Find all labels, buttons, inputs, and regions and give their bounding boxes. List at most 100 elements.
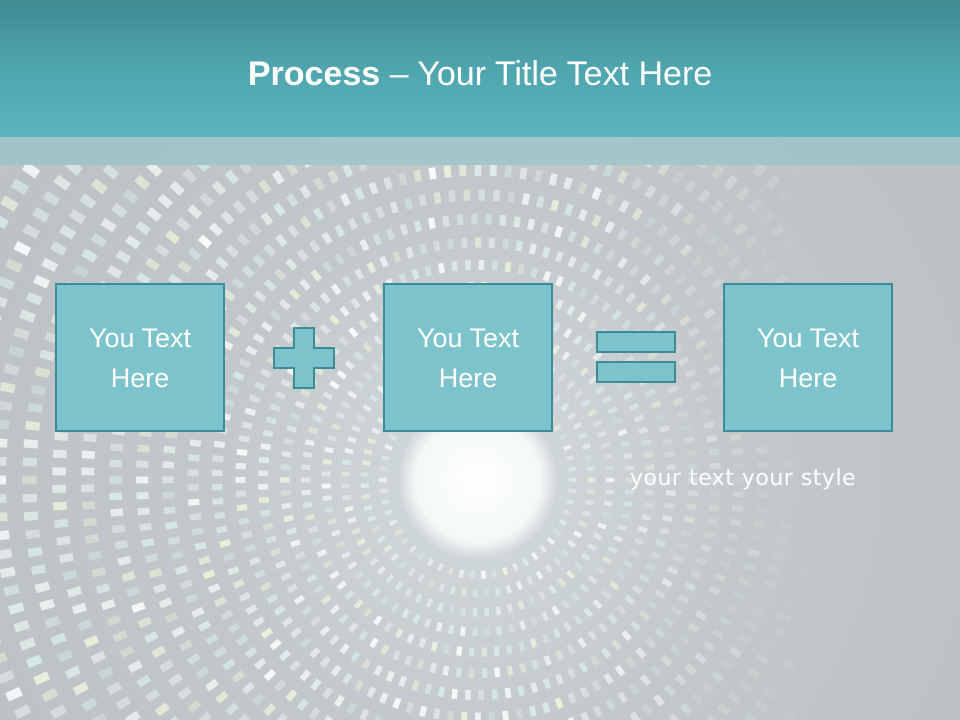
pattern-tile: [25, 654, 43, 669]
pattern-tile: [413, 169, 422, 183]
pattern-tile: [645, 489, 655, 496]
pattern-tile: [414, 593, 423, 604]
pattern-tile: [245, 604, 258, 615]
pattern-tile: [235, 462, 247, 470]
pattern-tile: [254, 381, 266, 391]
pattern-tile: [182, 168, 198, 184]
pattern-tile: [433, 191, 442, 204]
pattern-tile: [372, 714, 383, 720]
pattern-tile: [321, 483, 331, 489]
process-box-2[interactable]: You Text Here: [383, 283, 553, 432]
pattern-tile: [726, 603, 739, 614]
pattern-tile: [215, 256, 229, 270]
pattern-tile: [667, 566, 679, 576]
pattern-tile: [781, 709, 797, 720]
pattern-tile: [554, 250, 564, 263]
pattern-tile: [197, 620, 212, 632]
process-box-1[interactable]: You Text Here: [55, 283, 225, 432]
pattern-tile: [286, 527, 297, 535]
pattern-tile: [616, 169, 629, 184]
pattern-tile: [275, 713, 288, 720]
pattern-tile: [550, 199, 560, 212]
pattern-tile: [677, 410, 689, 419]
pattern-tile: [782, 659, 797, 673]
tagline: your text your style: [630, 466, 857, 491]
pattern-tile: [342, 672, 353, 685]
pattern-tile: [729, 518, 742, 527]
pattern-tile: [472, 627, 478, 637]
pattern-tile: [662, 616, 675, 628]
pattern-tile: [90, 650, 107, 664]
pattern-tile: [195, 666, 210, 679]
pattern-tile: [615, 604, 627, 615]
pattern-tile: [316, 548, 328, 558]
pattern-tile: [58, 552, 74, 564]
pattern-tile: [195, 165, 210, 173]
pattern-tile: [597, 622, 608, 633]
pattern-tile: [274, 560, 286, 570]
pattern-tile: [687, 477, 698, 483]
pattern-tile: [360, 471, 369, 477]
pattern-tile: [290, 412, 301, 421]
pattern-tile: [44, 615, 61, 629]
pattern-tile: [283, 514, 294, 523]
pattern-tile: [687, 326, 700, 338]
pattern-tile: [721, 210, 736, 226]
pattern-tile: [236, 504, 248, 512]
pattern-tile: [81, 467, 95, 476]
pattern-tile: [0, 276, 16, 291]
pattern-tile: [665, 489, 676, 496]
pattern-tile: [0, 548, 13, 560]
pattern-tile: [464, 260, 472, 271]
pattern-tile: [189, 439, 202, 447]
pattern-tile: [684, 284, 698, 297]
pattern-tile: [222, 658, 236, 671]
pattern-tile: [577, 311, 587, 323]
pattern-tile: [136, 476, 149, 484]
pattern-tile: [344, 505, 354, 513]
pattern-tile: [13, 327, 30, 341]
pattern-tile: [456, 646, 463, 656]
pattern-tile: [285, 165, 299, 176]
pattern-tile: [437, 602, 444, 612]
pattern-tile: [235, 476, 246, 483]
pattern-tile: [57, 649, 74, 663]
process-box-3[interactable]: You Text Here: [723, 283, 893, 432]
pattern-tile: [662, 437, 673, 446]
pattern-tile: [679, 243, 693, 257]
pattern-tile: [361, 211, 372, 225]
pattern-tile: [460, 626, 466, 636]
pattern-tile: [629, 235, 641, 249]
pattern-tile: [0, 633, 2, 648]
pattern-tile: [379, 466, 388, 472]
pattern-tile: [401, 608, 410, 619]
pattern-tile: [163, 445, 176, 454]
pattern-tile: [280, 489, 291, 496]
pattern-tile: [475, 237, 481, 248]
pattern-tile: [471, 213, 478, 225]
pattern-tile: [144, 553, 159, 563]
pattern-tile: [683, 436, 695, 444]
pattern-tile: [637, 525, 648, 534]
pattern-tile: [669, 304, 682, 316]
pattern-tile: [171, 626, 186, 638]
pattern-tile: [245, 345, 258, 356]
pattern-tile: [727, 690, 741, 704]
pattern-tile: [625, 292, 637, 304]
pattern-tile: [363, 448, 373, 456]
pattern-tile: [254, 569, 266, 579]
pattern-tile: [521, 557, 530, 567]
pattern-tile: [529, 637, 538, 649]
pattern-tile: [0, 195, 19, 212]
pattern-tile: [552, 394, 562, 404]
pattern-tile: [505, 584, 512, 594]
pattern-tile: [613, 534, 623, 543]
pattern-tile: [91, 566, 107, 578]
pattern-tile: [644, 215, 657, 230]
pattern-tile: [519, 167, 528, 180]
pattern-tile: [109, 476, 122, 484]
pattern-tile: [62, 569, 78, 581]
pattern-tile: [530, 616, 538, 627]
pattern-tile: [308, 525, 319, 534]
pattern-tile: [216, 525, 228, 534]
